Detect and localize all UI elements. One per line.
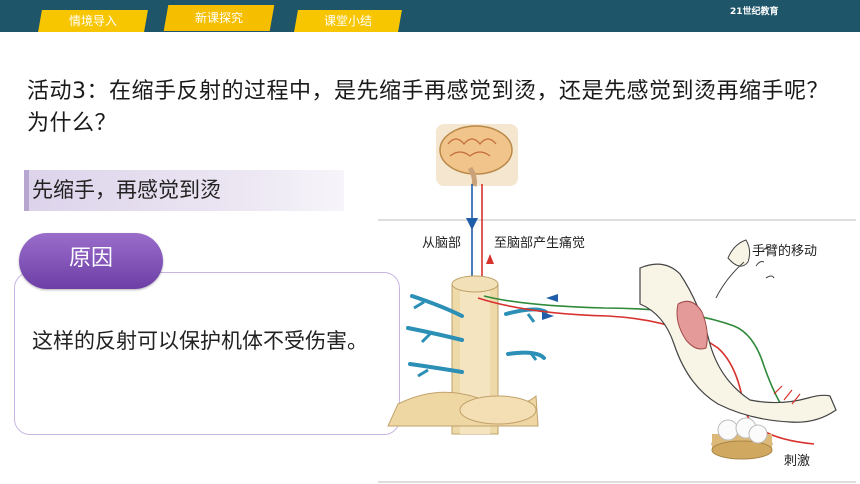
label-arm-movement: 手臂的移动 — [752, 244, 818, 259]
reason-text: 这样的反射可以保护机体不受伤害。 — [32, 329, 368, 353]
reflex-arc-diagram: 从脑部 至脑部产生痛觉 手臂的移动 刺激 — [378, 118, 860, 484]
tab-new-lesson[interactable]: 新课探究 — [163, 5, 275, 31]
label-to-brain: 至脑部产生痛觉 — [494, 236, 586, 251]
reason-tag: 原因 — [19, 233, 163, 289]
tab-summary[interactable]: 课堂小结 — [294, 10, 402, 32]
answer-text: 先缩手，再感觉到烫 — [32, 178, 221, 202]
arm-image — [639, 239, 837, 423]
spinal-cord-image — [387, 275, 548, 435]
reflex-arc-illustration — [378, 124, 856, 483]
top-nav-bar: 情境导入 新课探究 课堂小结 21世纪教育 — [0, 0, 860, 32]
answer-box: 先缩手，再感觉到烫 — [24, 170, 344, 211]
label-from-brain: 从脑部 — [422, 236, 462, 251]
steamed-buns-image — [711, 417, 773, 460]
brand-logo: 21世纪教育 — [730, 7, 779, 17]
reason-box — [14, 272, 400, 435]
label-stimulus: 刺激 — [784, 454, 811, 469]
tab-intro[interactable]: 情境导入 — [38, 10, 148, 32]
activity-question: 活动3：在缩手反射的过程中，是先缩手再感觉到烫，还是先感觉到烫再缩手呢？为什么？ — [27, 79, 829, 136]
brain-image — [436, 124, 518, 187]
